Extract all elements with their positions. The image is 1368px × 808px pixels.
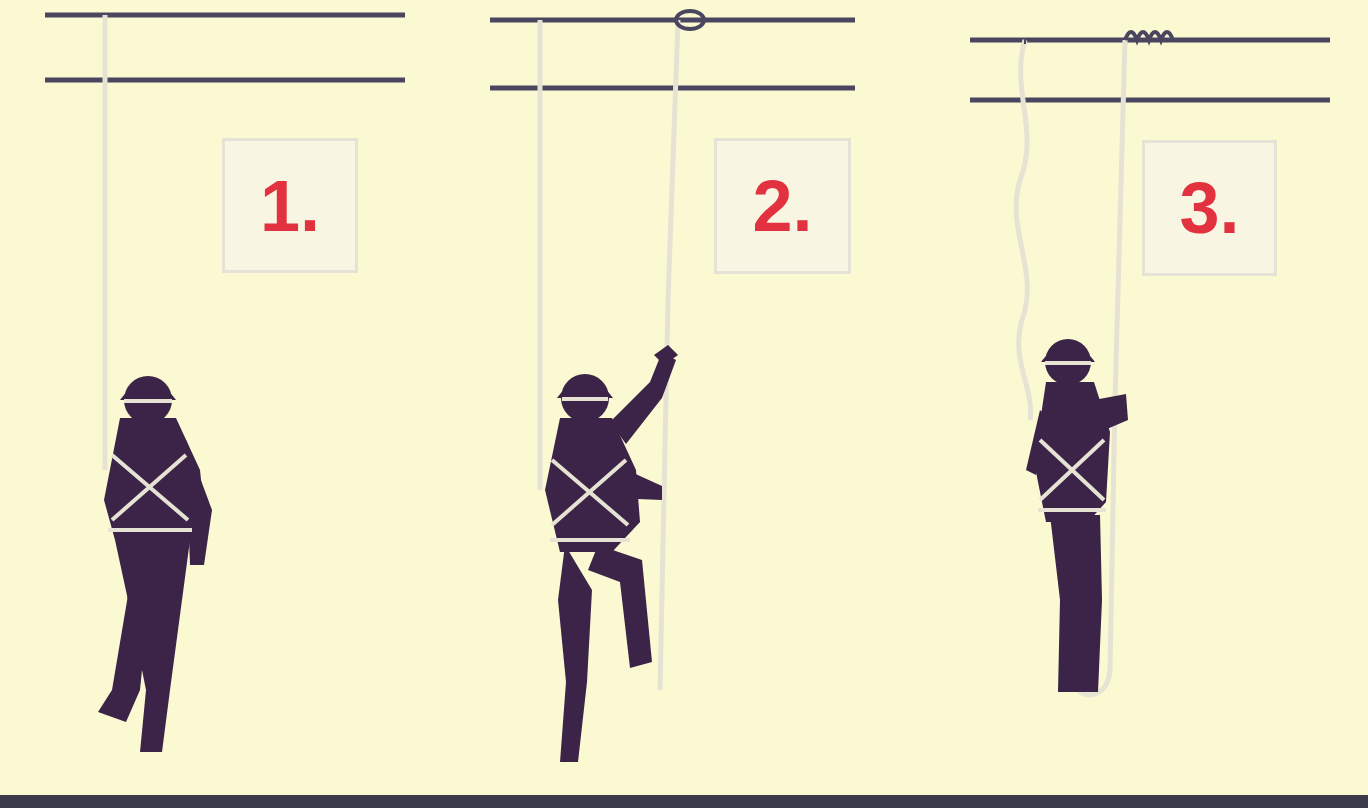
number-box: 1. [222, 138, 358, 273]
callout-number: 1. [260, 170, 320, 242]
lanyard [105, 15, 1125, 695]
bottom-bar [0, 795, 1368, 808]
harness [1038, 363, 1106, 510]
number-box: 3. [1142, 140, 1277, 276]
worker-figure [98, 376, 212, 752]
harness [550, 399, 630, 540]
rope-outline [1024, 40, 1026, 44]
callout-number: 2. [752, 170, 812, 242]
worker-figure [545, 352, 676, 762]
worker-figure [1026, 339, 1128, 692]
callout-number: 3. [1179, 172, 1239, 244]
rope-coil [1125, 32, 1173, 40]
harness [108, 401, 192, 530]
rope-knot [676, 11, 704, 29]
number-box: 2. [714, 138, 851, 274]
